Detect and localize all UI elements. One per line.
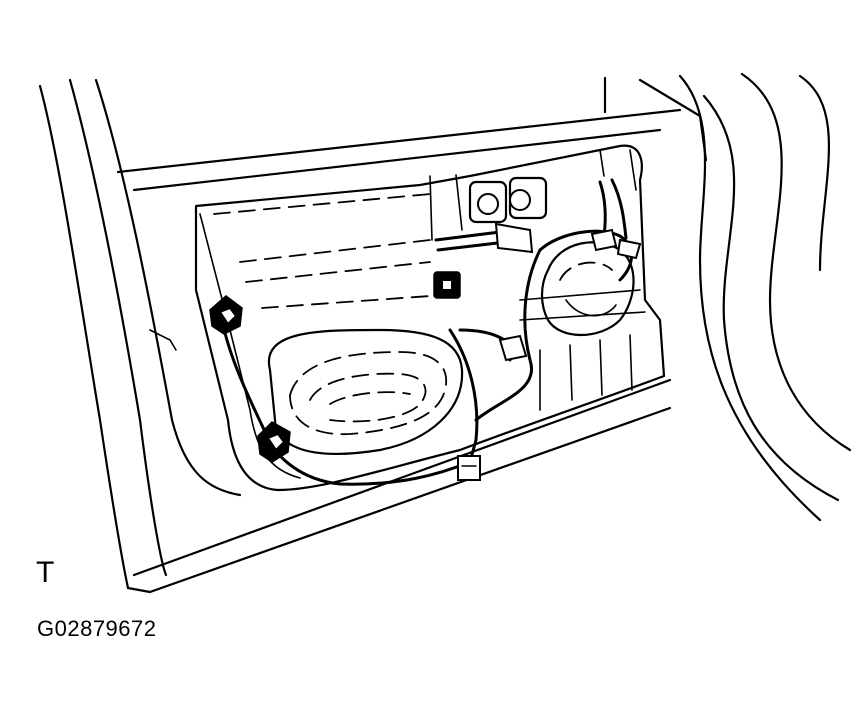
- view-reference-letter: T: [36, 556, 55, 589]
- mounting-screws: [433, 176, 548, 299]
- wire-connectors: [457, 222, 642, 481]
- armrest-pocket: [267, 328, 464, 455]
- figure-code: G02879672: [37, 616, 157, 641]
- panel-clip-lower: [257, 421, 291, 463]
- panel-clip-upper: [209, 295, 243, 335]
- door-frame: [38, 72, 852, 594]
- speaker-opening: [540, 241, 635, 337]
